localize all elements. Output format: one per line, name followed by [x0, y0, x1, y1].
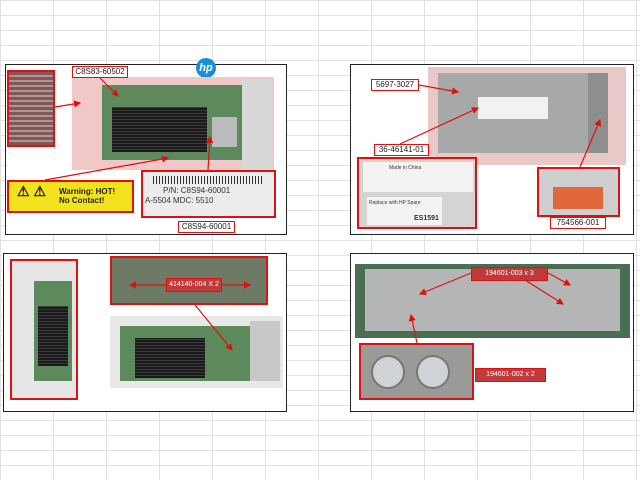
card-photo	[72, 77, 274, 170]
barcode-photo: P/N: C8S94-60001 A-5504 MDC: 5510	[141, 170, 276, 218]
barcode-pn: P/N: C8S94-60001	[163, 186, 231, 195]
screw-closeup-photo	[359, 343, 474, 400]
sticker-inset-photo: Made in China Replace with HP Spare ES15…	[357, 157, 477, 229]
barcode-mdc: A-5504 MDC: 5510	[145, 196, 214, 205]
hp-logo-icon: hp	[196, 58, 216, 78]
warning-label: ⚠ ⚠ Warning: HOT! No Contact!	[7, 180, 134, 213]
chassis-photo	[428, 67, 626, 165]
part-label: C8S83-60502	[72, 66, 128, 78]
port-inset-photo	[7, 70, 55, 147]
part-label: 36-46141-01	[374, 144, 429, 156]
part-label: 414140-004 X 2	[166, 278, 222, 292]
sticker-code-text: ES1591	[414, 215, 439, 222]
part-label: 5697-3027	[371, 79, 419, 91]
warning-text: Warning: HOT!	[59, 187, 116, 196]
part-label: C8S94-60001	[178, 221, 235, 233]
card-side-photo	[10, 259, 78, 400]
card-angle-photo	[110, 316, 283, 388]
warning-text: No Contact!	[59, 196, 105, 205]
module-inset-photo	[537, 167, 620, 217]
sticker-made-text: Made in China	[389, 165, 422, 171]
part-label: 754566-001	[550, 217, 606, 229]
part-label: 194601-002 x 2	[475, 368, 546, 382]
part-label: 194601-003 x 3	[471, 267, 548, 281]
sticker-spare-text: Replace with HP Spare	[369, 200, 421, 206]
